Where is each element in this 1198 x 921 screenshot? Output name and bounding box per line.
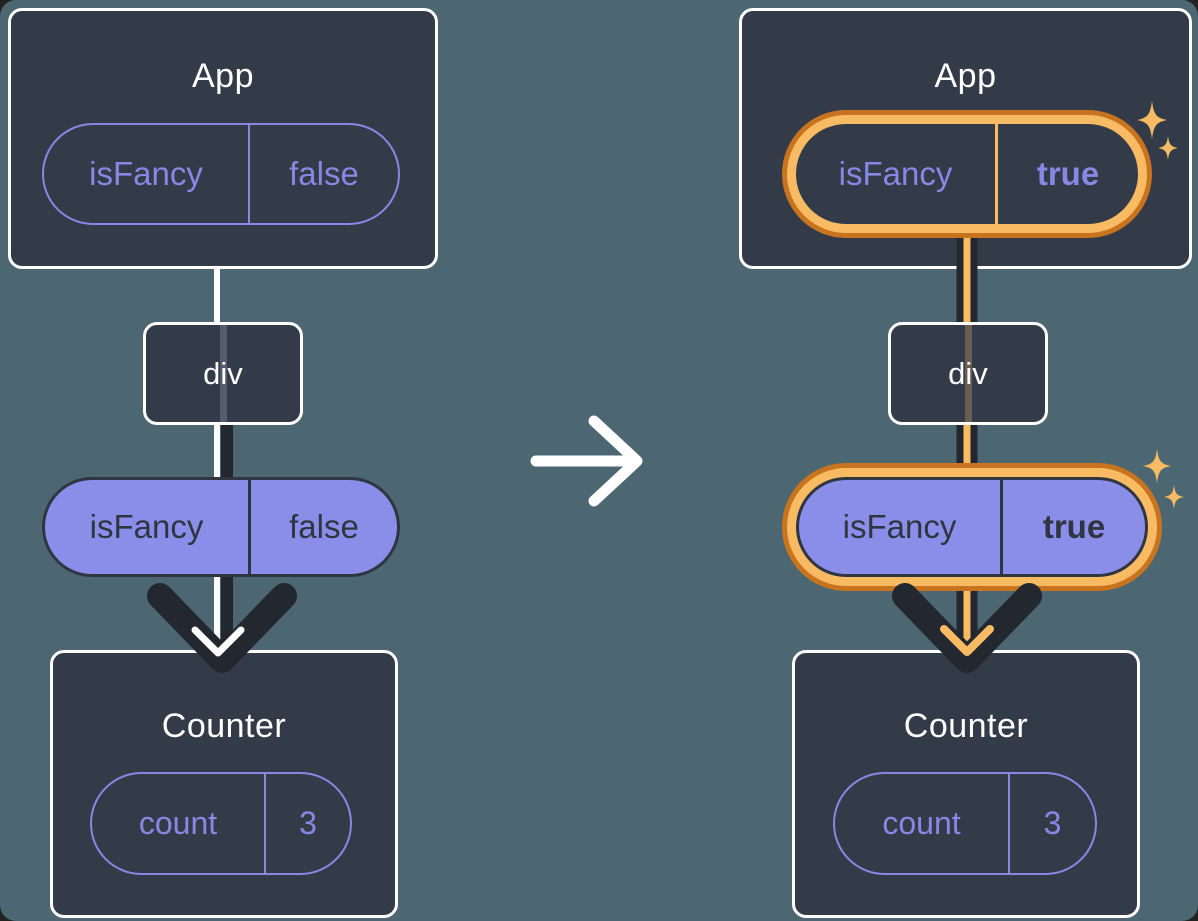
- prop-value-label: true: [1000, 480, 1145, 574]
- component-title: Counter: [161, 707, 287, 745]
- prop-value-label: false: [248, 480, 397, 574]
- component-title: Counter: [903, 707, 1029, 745]
- prop-pill-before: isFancy false: [42, 477, 400, 577]
- counter-state-pill-before: count 3: [90, 772, 352, 875]
- node-label: div: [203, 355, 243, 391]
- arrow-down-icon: [191, 626, 245, 657]
- sparkle-icon: [1137, 101, 1178, 160]
- app-state-pill-after: isFancy true: [796, 124, 1138, 224]
- state-value-label: 3: [264, 774, 350, 873]
- prop-key-label: isFancy: [842, 508, 957, 545]
- component-title: App: [192, 57, 254, 95]
- line-through-node: [219, 325, 227, 422]
- state-key-label: isFancy: [838, 155, 953, 192]
- arrow-right-icon: [530, 415, 643, 507]
- arrow-down-icon: [940, 625, 994, 656]
- app-state-pill-before: isFancy false: [42, 123, 400, 225]
- state-key-label: count: [138, 805, 218, 841]
- state-key-label: isFancy: [89, 155, 203, 192]
- sparkle-icon: [1143, 449, 1184, 509]
- state-value-label: false: [248, 125, 398, 223]
- arrow-down-icon: [147, 583, 297, 673]
- line-through-node: [964, 325, 972, 422]
- state-key-label: count: [882, 805, 961, 841]
- component-title: App: [934, 57, 997, 95]
- prop-pill-after: isFancy true: [796, 477, 1148, 577]
- state-value-label: true: [995, 124, 1138, 224]
- state-value-label: 3: [1008, 774, 1095, 873]
- node-label: div: [948, 355, 988, 391]
- arrow-head: [588, 415, 643, 507]
- div-node-box-before: div: [143, 322, 303, 425]
- counter-state-pill-after: count 3: [833, 772, 1097, 875]
- div-node-box-after: div: [888, 322, 1048, 425]
- arrow-down-icon: [892, 583, 1042, 673]
- prop-key-label: isFancy: [89, 508, 204, 545]
